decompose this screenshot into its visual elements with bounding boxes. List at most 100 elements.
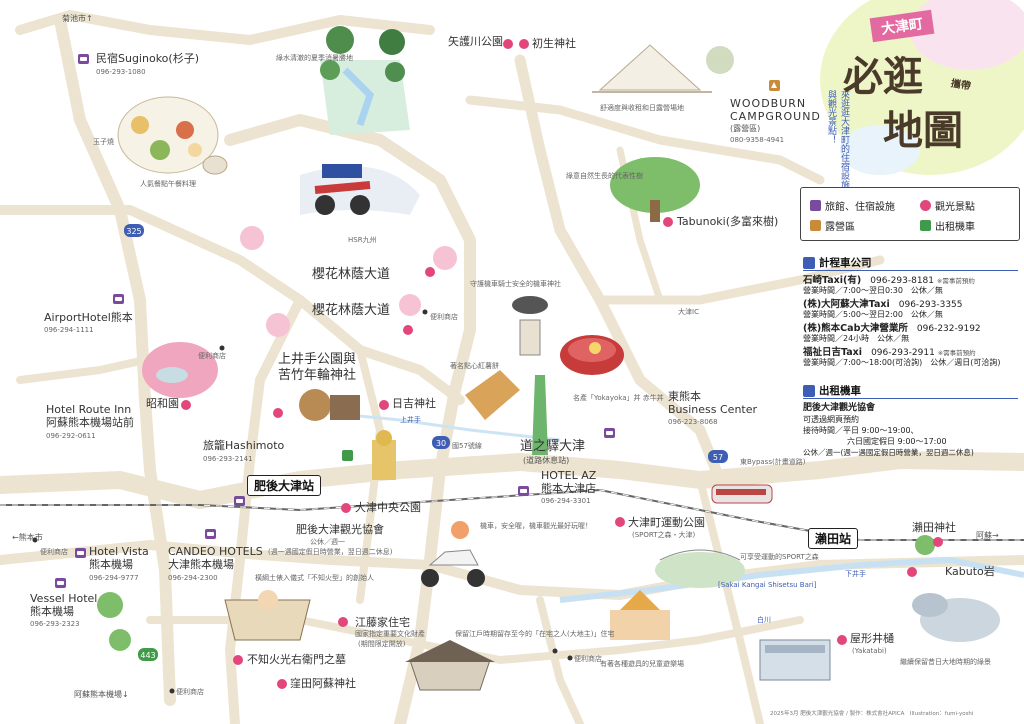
michinoeki-label1[interactable]: 道之驛大津	[520, 439, 586, 454]
woodburn-name3: (露營區)	[730, 124, 761, 133]
svg-text:30: 30	[436, 439, 446, 448]
station-higo-ozu[interactable]: 肥後大津站	[247, 475, 322, 496]
woodburn-name1[interactable]: WOODBURN	[730, 97, 807, 110]
ezake-label[interactable]: 江藤家住宅	[355, 616, 410, 629]
hotel-az-name2[interactable]: 熊本大津店	[541, 482, 596, 495]
hotel-az-name1[interactable]: HOTEL AZ	[541, 469, 597, 482]
rental-org[interactable]: 肥後大津觀光協會	[803, 403, 876, 413]
illus-big-tree	[610, 157, 700, 222]
legend-camping: 露營區	[810, 218, 855, 233]
rental-line1: 可透過網頁預約	[803, 415, 859, 424]
kanko-kyokai-label[interactable]: 肥後大津觀光協會	[296, 523, 384, 536]
business-center-name1[interactable]: 東熊本	[668, 390, 701, 403]
kubota-label[interactable]: 窪田阿蘇神社	[290, 677, 356, 690]
legend-camping-label: 露營區	[825, 222, 855, 233]
seta-jinja-label[interactable]: 瀨田神社	[912, 521, 956, 534]
note-tamago: 玉子燒	[93, 138, 114, 146]
legend-sightseeing: 觀光景點	[920, 198, 975, 213]
pin-sakura2	[403, 325, 413, 335]
note-scooter: 機車，安全喔，機車觀光最好玩喔！	[480, 522, 592, 530]
vessel-name2[interactable]: 熊本機場	[30, 605, 74, 618]
shiranui-label[interactable]: 不知火光右衛門之墓	[247, 653, 346, 666]
pin-hiyoshi	[379, 400, 389, 410]
scooter-icon	[920, 220, 931, 231]
convenience-label-1: 便利商店	[198, 352, 226, 360]
yakatabi-label[interactable]: 屋形井樋	[850, 632, 894, 645]
route-inn-name1[interactable]: Hotel Route Inn	[46, 403, 132, 416]
sakura1-label[interactable]: 櫻花林蔭大道	[312, 267, 391, 282]
vista-name2[interactable]: 熊本機場	[89, 558, 133, 571]
kabuto-label[interactable]: Kabuto岩	[945, 565, 995, 578]
note-nature: 有著各種遊具的兒童遊樂場	[600, 660, 684, 668]
lodging-icon	[205, 529, 216, 539]
kamiide-label2[interactable]: 苦竹年輪神社	[278, 368, 357, 383]
illus-kabuto-rock	[912, 593, 1000, 642]
illus-waterwheel	[299, 389, 360, 421]
scooter-icon	[803, 384, 815, 397]
airport-hotel-name[interactable]: AirportHotel熊本	[44, 311, 133, 324]
illus-food-plate	[117, 96, 228, 175]
direction-aso: 阿蘇→	[976, 531, 999, 540]
taxi-company-4[interactable]: 福祉日吉Taxi 096-293-2911 ※需事前預約	[803, 347, 976, 358]
business-center-name2[interactable]: Business Center	[668, 403, 758, 416]
undo-park-label[interactable]: 大津町運動公園	[628, 516, 705, 529]
hsr-label: HSR九州	[348, 236, 377, 244]
hatsuo-label[interactable]: 初生神社	[532, 37, 576, 50]
note-food: 人氣餐點午餐料理	[140, 180, 196, 188]
vessel-name1[interactable]: Vessel Hotel	[30, 592, 98, 605]
kamiide-label1[interactable]: 上井手公園與	[278, 352, 357, 367]
pin-shiranui	[233, 655, 243, 665]
yakatagawa-label[interactable]: 矢護川公園	[448, 35, 503, 48]
pin-kabuto	[907, 567, 917, 577]
illus-karaimo	[465, 370, 520, 420]
vista-name1[interactable]: Hotel Vista	[89, 545, 149, 558]
undo-park-sub: (SPORT之森・大津)	[632, 531, 696, 539]
candeo-name1[interactable]: CANDEO HOTELS	[168, 545, 263, 558]
station-seta[interactable]: 瀨田站	[808, 528, 859, 549]
hotel-az-tel: 096-294-3301	[541, 497, 591, 505]
showaen-label[interactable]: 昭和園	[146, 397, 179, 410]
title-aside: 攜帶	[949, 78, 972, 93]
note-ezake: 保留江戶時期留存至今的「在宅之人(大地主)」住宅	[455, 630, 615, 638]
tabunoki-label[interactable]: Tabunoki(多富來樹)	[677, 215, 779, 228]
hashimoto-name[interactable]: 旅籠Hashimoto	[203, 439, 285, 452]
background-wash	[820, 0, 1024, 175]
pin-showaen	[181, 400, 191, 410]
legend-lodging-label: 旅館、住宿設施	[825, 202, 895, 213]
rental-bike-icon	[342, 450, 353, 461]
ozu-ic-label: 大津IC	[678, 308, 699, 316]
map-pin-icon	[920, 200, 931, 211]
route-inn-name2[interactable]: 阿蘇熊本機場站前	[46, 416, 134, 429]
legend-rental: 出租機車	[920, 218, 975, 233]
taxi-icon	[803, 256, 815, 269]
kanko-kyokai-l1: 公休／週一	[310, 538, 345, 546]
business-center-tel: 096-223-8068	[668, 418, 718, 426]
woodburn-tel: 080-9358-4941	[730, 136, 785, 144]
hiyoshi-label[interactable]: 日吉神社	[392, 397, 436, 410]
illus-train	[711, 484, 773, 504]
candeo-name2[interactable]: 大津熊本機場	[168, 558, 234, 571]
suginoko-name[interactable]: 民宿Suginoko(杉子)	[96, 52, 199, 65]
taxi-company-3[interactable]: (株)熊本Cab大津營業所 096-232-9192	[803, 323, 981, 334]
title-bubble: 大津町 必逛 地圖 攜帶 來逛逛大津町的住宿設施與觀光景點！	[825, 9, 1003, 189]
woodburn-name2[interactable]: CAMPGROUND	[730, 110, 821, 123]
route-443-shield: 443	[138, 648, 158, 661]
route-57-shield: 57	[708, 450, 728, 463]
chuo-park-label[interactable]: 大津中央公園	[355, 501, 421, 514]
taxi-hours-4: 營業時間／7:00～18:00(可洽詢) 公休／週日(可洽詢)	[803, 358, 1001, 367]
pin-hatsuo	[519, 39, 529, 49]
direction-airport: 阿蘇熊本機場↓	[74, 690, 129, 699]
vessel-tel: 096-293-2323	[30, 620, 80, 628]
taxi-company-2[interactable]: (株)大阿蘇大津Taxi 096-293-3355	[803, 299, 963, 310]
illus-green-trees	[97, 535, 935, 651]
lodging-icon	[78, 54, 89, 64]
illus-river-valley	[320, 26, 410, 135]
sakura2-label[interactable]: 櫻花林蔭大道	[312, 303, 391, 318]
taxi-company-1[interactable]: 石崎Taxi(有) 096-293-8181 ※需事前預約	[803, 275, 975, 286]
illus-ozu-signpost	[532, 375, 548, 455]
legend-box	[800, 187, 1020, 241]
note-sports: 可享受運動的SPORT之森	[740, 553, 819, 561]
taxi-hours-1: 營業時間／7:00～翌日0:30 公休／無	[803, 286, 943, 295]
note-rider: 守護機車騎士安全的機車神社	[470, 280, 561, 288]
